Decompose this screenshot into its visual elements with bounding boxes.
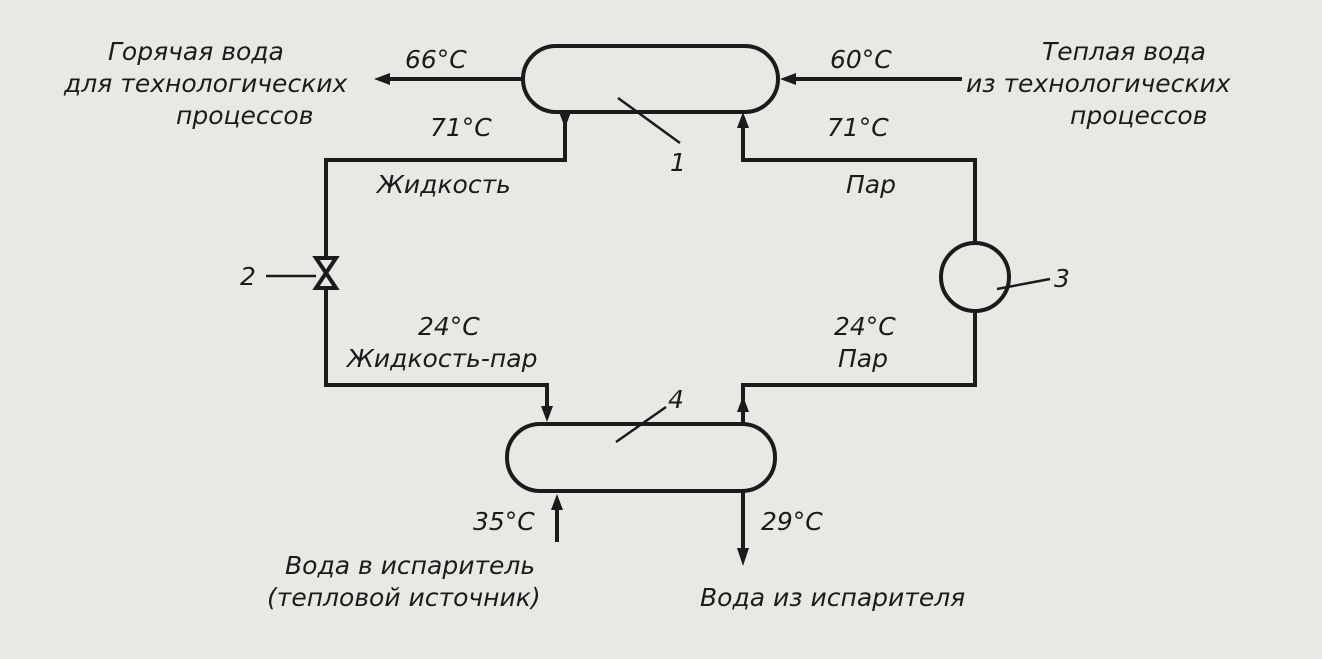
- evaporator-water-out-label: Вода из испарителя: [700, 583, 965, 612]
- temp-condenser-liquid: 71°C: [430, 113, 492, 142]
- hot-water-out-line-2: для технологических: [63, 69, 348, 98]
- phase-liquid: Жидкость: [375, 170, 511, 199]
- valve-number: 2: [240, 262, 256, 291]
- arrow-hot-water-out: [374, 73, 390, 85]
- warm-water-in-line-1: Теплая вода: [1042, 37, 1206, 66]
- phase-vapor-bottom: Пар: [838, 344, 888, 373]
- circuit-right-loop-upper: [741, 122, 977, 248]
- warm-water-in-line-3: процессов: [1070, 101, 1207, 130]
- phase-liquid-vapor: Жидкость-пар: [345, 344, 537, 373]
- temp-evaporator-water-out: 29°C: [761, 507, 823, 536]
- temp-evaporator-water-in: 35°C: [473, 507, 535, 536]
- compressor-circle: [939, 241, 1011, 313]
- temp-warm-water-in: 60°C: [830, 45, 892, 74]
- evaporator-water-in-line-1: Вода в испаритель: [285, 551, 535, 580]
- hot-water-out-line-1: Горячая вода: [108, 37, 284, 66]
- leader-condenser: [617, 96, 681, 145]
- arrow-condenser-liquid-down: [559, 112, 571, 128]
- temp-hot-water-out: 66°C: [405, 45, 467, 74]
- hot-water-out-line-3: процессов: [176, 101, 313, 130]
- compressor-number: 3: [1054, 264, 1070, 293]
- phase-vapor-top: Пар: [846, 170, 896, 199]
- evaporator-number: 4: [668, 385, 684, 414]
- arrow-evaporator-water-in: [551, 494, 563, 510]
- evaporator-vessel: [505, 422, 777, 493]
- evaporator-water-in-line-2: (тепловой источник): [267, 583, 541, 612]
- temp-evaporator-mix: 24°C: [418, 312, 480, 341]
- leader-compressor: [996, 277, 1051, 291]
- warm-water-in-line-2: из технологических: [966, 69, 1231, 98]
- arrow-warm-water-in: [780, 73, 796, 85]
- expansion-valve: [312, 256, 340, 290]
- leader-evaporator: [615, 405, 667, 444]
- temp-evaporator-vapor: 24°C: [834, 312, 896, 341]
- arrow-vapor-up-condenser: [737, 112, 749, 128]
- condenser-vessel: [521, 44, 780, 114]
- temp-condenser-vapor: 71°C: [827, 113, 889, 142]
- arrow-vapor-up-from-evaporator: [737, 396, 749, 412]
- condenser-number: 1: [670, 148, 686, 177]
- arrow-mix-down-evaporator: [541, 406, 553, 422]
- arrow-evaporator-water-out: [737, 548, 749, 566]
